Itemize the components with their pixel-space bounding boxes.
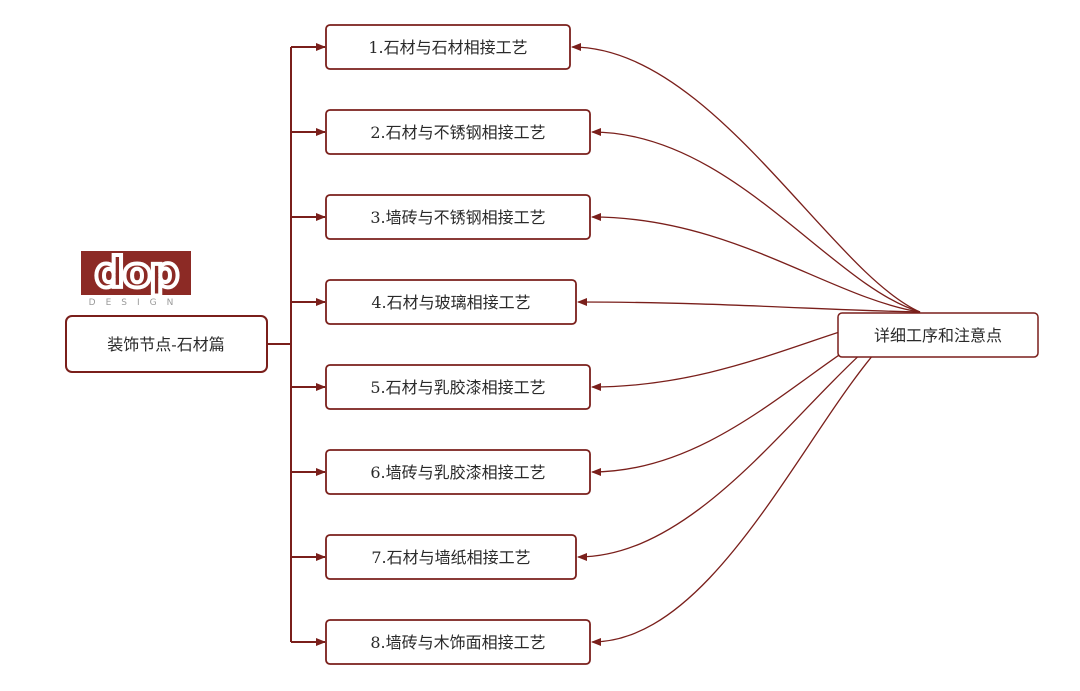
detail-link-curve [591,311,921,646]
detail-link-curve [591,128,921,313]
logo-mark: dop [93,248,182,297]
branch-node-box [325,364,591,410]
branch-node-box [325,619,591,665]
branch-node[interactable]: 8.墙砖与木饰面相接工艺 [325,619,591,665]
logo-subtitle: DESIGN [88,298,184,308]
branch-node-label: 4.石材与玻璃相接工艺 [371,293,530,312]
detail-link-curve [571,43,921,313]
branch-node-label: 8.墙砖与木饰面相接工艺 [370,633,545,652]
branch-node-label: 2.石材与不锈钢相接工艺 [370,123,545,142]
branch-node-label: 3.墙砖与不锈钢相接工艺 [370,208,545,227]
branch-node[interactable]: 6.墙砖与乳胶漆相接工艺 [325,449,591,495]
branch-node-box [325,194,591,240]
branch-node-box [325,279,577,325]
dop-logo: dop [81,248,191,297]
branch-node[interactable]: 3.墙砖与不锈钢相接工艺 [325,194,591,240]
branch-node[interactable]: 7.石材与墙纸相接工艺 [325,534,577,580]
branch-node[interactable]: 2.石材与不锈钢相接工艺 [325,109,591,155]
root-node[interactable]: 装饰节点-石材篇 [65,315,268,373]
branch-node-box [325,534,577,580]
branch-node[interactable]: 5.石材与乳胶漆相接工艺 [325,364,591,410]
detail-node-box [837,312,1039,358]
detail-link-curve [577,298,921,313]
branch-node-label: 5.石材与乳胶漆相接工艺 [370,378,545,397]
branch-node-label: 1.石材与石材相接工艺 [368,38,527,57]
branch-node-box [325,24,571,70]
branch-node-label: 7.石材与墙纸相接工艺 [371,548,530,567]
branch-node[interactable]: 1.石材与石材相接工艺 [325,24,571,70]
detail-link-curve [591,213,921,313]
detail-node[interactable]: 详细工序和注意点 [837,312,1039,358]
branch-node-box [325,109,591,155]
root-node-label: 装饰节点-石材篇 [107,335,224,354]
branch-node[interactable]: 4.石材与玻璃相接工艺 [325,279,577,325]
branch-node-box [325,449,591,495]
branch-nodes: 1.石材与石材相接工艺 2.石材与不锈钢相接工艺 3.墙砖与不锈钢相接工艺 4.石材与… [325,24,591,665]
detail-node-label: 详细工序和注意点 [874,326,1002,345]
branch-node-label: 6.墙砖与乳胶漆相接工艺 [370,463,545,482]
